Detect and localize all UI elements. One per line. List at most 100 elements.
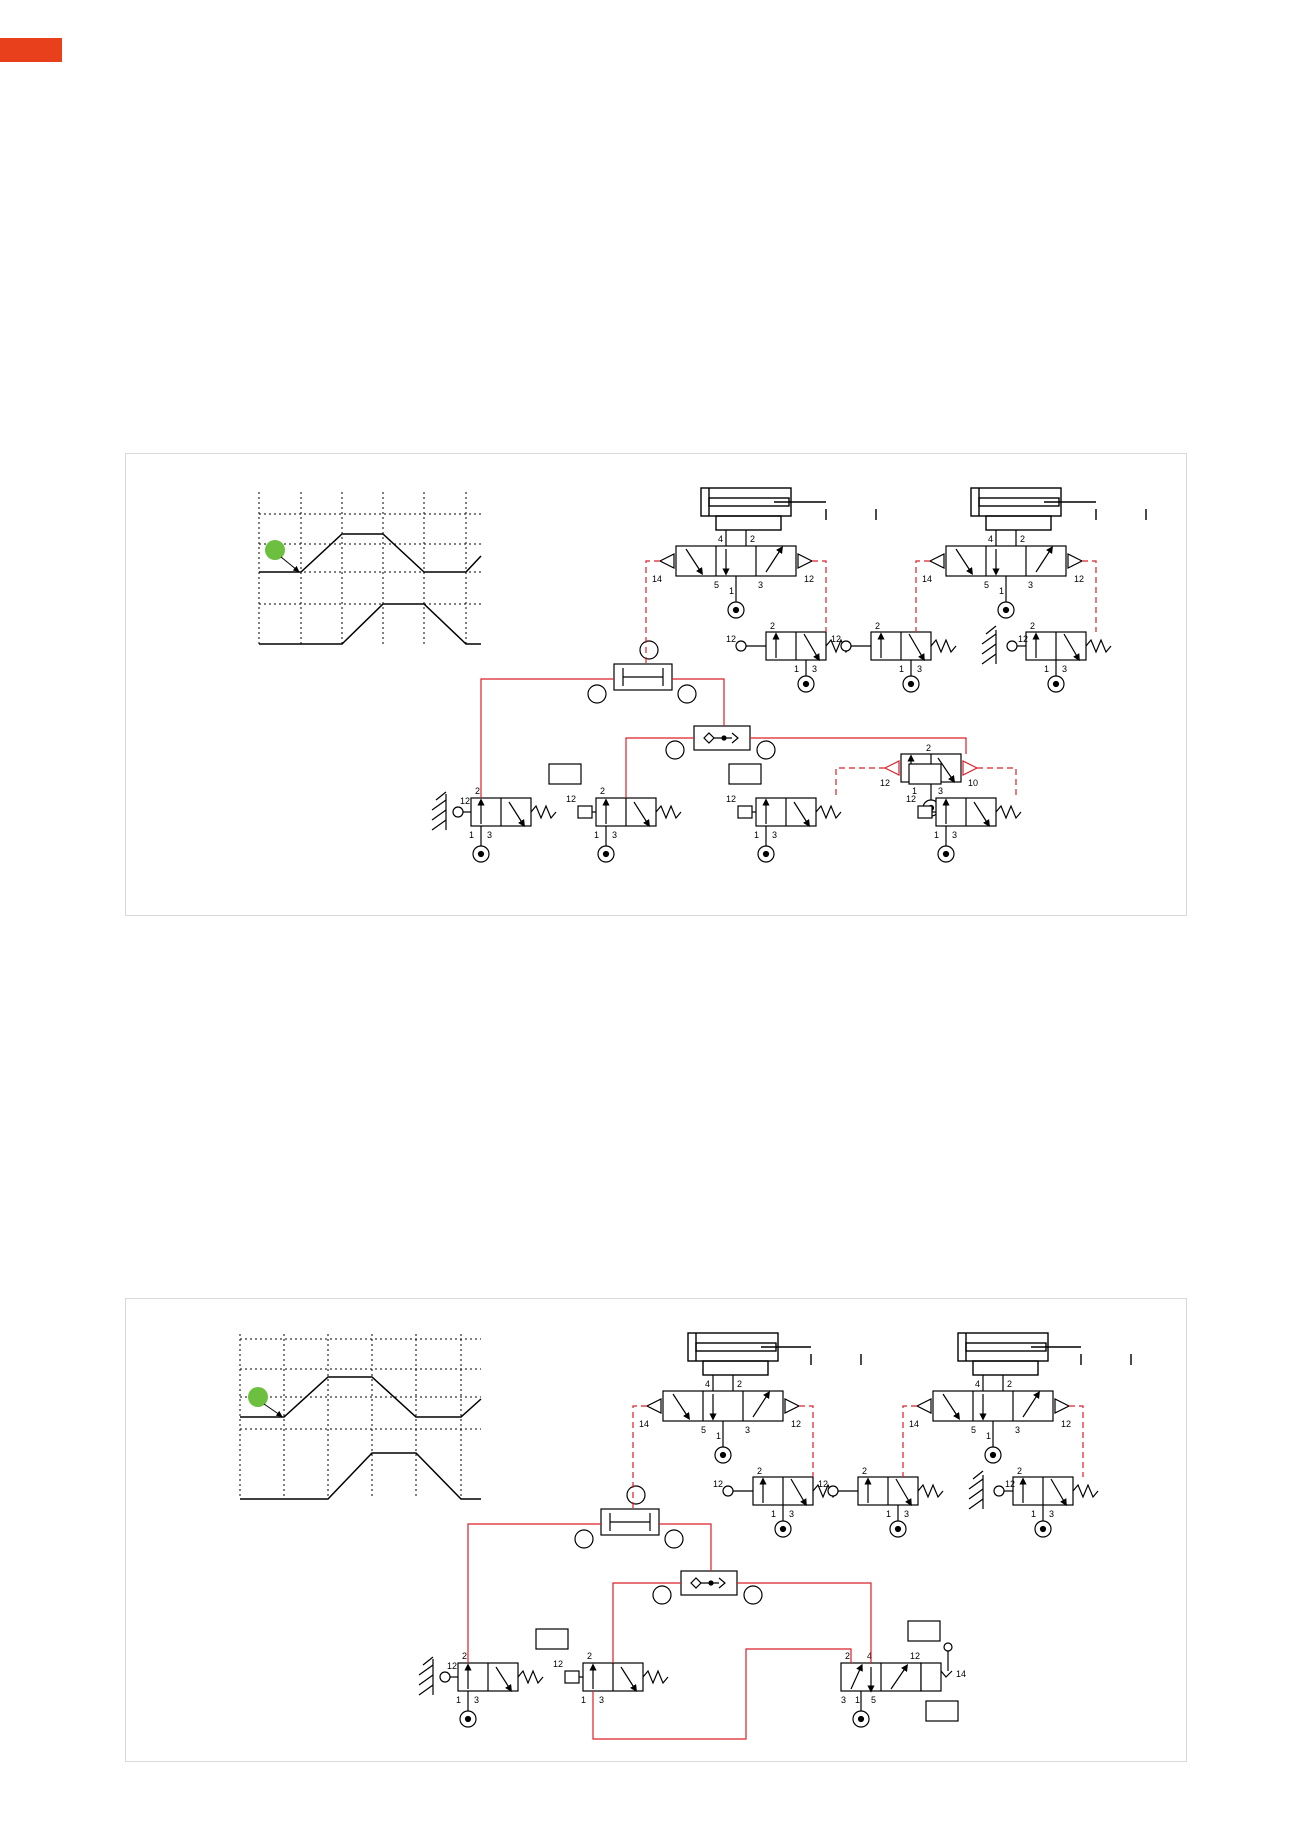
- svg-text:14: 14: [909, 1419, 919, 1429]
- svg-text:3: 3: [904, 1509, 909, 1519]
- svg-text:2: 2: [737, 1379, 742, 1389]
- svg-text:1: 1: [469, 830, 474, 840]
- and-valve-1: [587, 640, 697, 704]
- svg-text:12: 12: [880, 778, 890, 788]
- svg-text:1: 1: [1031, 1509, 1036, 1519]
- svg-text:1: 1: [754, 830, 759, 840]
- cylinder-2-0: [970, 487, 1147, 531]
- svg-text:3: 3: [474, 1695, 479, 1705]
- svg-text:14: 14: [956, 1669, 966, 1679]
- svg-text:3: 3: [1062, 664, 1067, 674]
- svg-text:5: 5: [701, 1425, 706, 1435]
- bottom-port-labels-1: 2 12 1 3 2 12 1 3 2 12 1 3 2 1 3 12 10 2…: [460, 621, 1067, 840]
- pneumatic-diagram-panel-1: 4 2 5 1 3 14 12 4 2 5 1 3 14 12: [125, 453, 1187, 916]
- svg-text:2: 2: [875, 621, 880, 631]
- bottom-valves-1: [431, 763, 1022, 863]
- bottom-valves-2: [418, 1620, 959, 1728]
- svg-text:12: 12: [1074, 574, 1084, 584]
- cylinder-1-0-b: [687, 1332, 862, 1376]
- svg-text:10: 10: [968, 778, 978, 788]
- svg-text:2: 2: [770, 621, 775, 631]
- start-marker: [265, 540, 285, 560]
- svg-text:5: 5: [871, 1695, 876, 1705]
- svg-text:2: 2: [587, 1651, 592, 1661]
- svg-text:12: 12: [910, 1651, 920, 1661]
- svg-text:3: 3: [952, 830, 957, 840]
- svg-text:2: 2: [1017, 1466, 1022, 1476]
- roller-valves-row-1: [735, 625, 1112, 693]
- svg-text:1: 1: [771, 1509, 776, 1519]
- svg-text:1: 1: [716, 1431, 721, 1441]
- svg-text:12: 12: [553, 1659, 563, 1669]
- svg-text:1: 1: [855, 1695, 860, 1705]
- svg-text:3: 3: [812, 664, 817, 674]
- svg-text:2: 2: [475, 786, 480, 796]
- svg-text:12: 12: [831, 634, 841, 644]
- svg-text:12: 12: [1005, 1479, 1015, 1489]
- svg-text:1: 1: [886, 1509, 891, 1519]
- svg-text:1: 1: [1044, 664, 1049, 674]
- svg-text:3: 3: [612, 830, 617, 840]
- or-valve-1: [665, 725, 776, 760]
- displacement-step-diagram: [258, 492, 482, 645]
- valve-5-2-2v1: [928, 530, 1084, 619]
- svg-text:12: 12: [447, 1661, 457, 1671]
- valve-5-2-1v1-b: [645, 1375, 801, 1464]
- svg-text:5: 5: [984, 580, 989, 590]
- svg-text:14: 14: [922, 574, 932, 584]
- bottom-port-labels-2: 2 12 1 3 2 12 1 3 2 12 1 3 2 12 1 3 2 12…: [447, 1466, 1054, 1705]
- cylinder-2-0-b: [957, 1332, 1132, 1376]
- svg-text:3: 3: [1015, 1425, 1020, 1435]
- svg-text:5: 5: [971, 1425, 976, 1435]
- cylinder-1-0: [700, 487, 877, 531]
- svg-text:12: 12: [460, 796, 470, 806]
- svg-text:2: 2: [862, 1466, 867, 1476]
- valve-5-2-2v1-b: [915, 1375, 1071, 1464]
- svg-text:4: 4: [867, 1651, 872, 1661]
- svg-text:3: 3: [1049, 1509, 1054, 1519]
- svg-text:2: 2: [845, 1651, 850, 1661]
- svg-text:3: 3: [758, 580, 763, 590]
- svg-text:1: 1: [986, 1431, 991, 1441]
- svg-text:3: 3: [938, 786, 943, 796]
- svg-text:2: 2: [1030, 621, 1035, 631]
- svg-text:2: 2: [1020, 534, 1025, 544]
- svg-text:3: 3: [599, 1695, 604, 1705]
- svg-text:3: 3: [745, 1425, 750, 1435]
- svg-text:1: 1: [456, 1695, 461, 1705]
- svg-text:1: 1: [934, 830, 939, 840]
- svg-text:1: 1: [999, 586, 1004, 596]
- svg-text:4: 4: [718, 534, 723, 544]
- pneumatic-circuit-1: 4 2 5 1 3 14 12 4 2 5 1 3 14 12: [258, 487, 1147, 863]
- svg-text:1: 1: [729, 586, 734, 596]
- svg-text:1: 1: [794, 664, 799, 674]
- and-valve-2: [574, 1485, 684, 1549]
- svg-text:12: 12: [713, 1479, 723, 1489]
- port-labels-1: 4 2 5 1 3 14 12 4 2 5 1 3 14 12: [652, 534, 1084, 596]
- svg-text:12: 12: [1018, 634, 1028, 644]
- pneumatic-diagram-panel-2: 4 2 5 1 3 14 12 4 2 5 1 3 14 12: [125, 1298, 1187, 1762]
- svg-text:5: 5: [714, 580, 719, 590]
- pilot-lines-2: [632, 1405, 1084, 1509]
- svg-text:1: 1: [581, 1695, 586, 1705]
- svg-text:4: 4: [705, 1379, 710, 1389]
- svg-text:14: 14: [639, 1419, 649, 1429]
- svg-text:14: 14: [652, 574, 662, 584]
- svg-text:12: 12: [726, 634, 736, 644]
- start-marker-2: [248, 1387, 268, 1407]
- svg-text:2: 2: [926, 743, 931, 753]
- svg-text:1: 1: [594, 830, 599, 840]
- svg-text:4: 4: [975, 1379, 980, 1389]
- svg-text:1: 1: [899, 664, 904, 674]
- pilot-lines-1: [645, 560, 1097, 798]
- svg-text:12: 12: [566, 794, 576, 804]
- svg-text:3: 3: [917, 664, 922, 674]
- svg-text:12: 12: [726, 794, 736, 804]
- svg-text:12: 12: [818, 1479, 828, 1489]
- or-valve-2: [652, 1570, 763, 1605]
- valve-5-2-1v1: [658, 530, 814, 619]
- svg-text:3: 3: [841, 1695, 846, 1705]
- svg-text:12: 12: [906, 794, 916, 804]
- svg-text:3: 3: [1028, 580, 1033, 590]
- svg-text:12: 12: [804, 574, 814, 584]
